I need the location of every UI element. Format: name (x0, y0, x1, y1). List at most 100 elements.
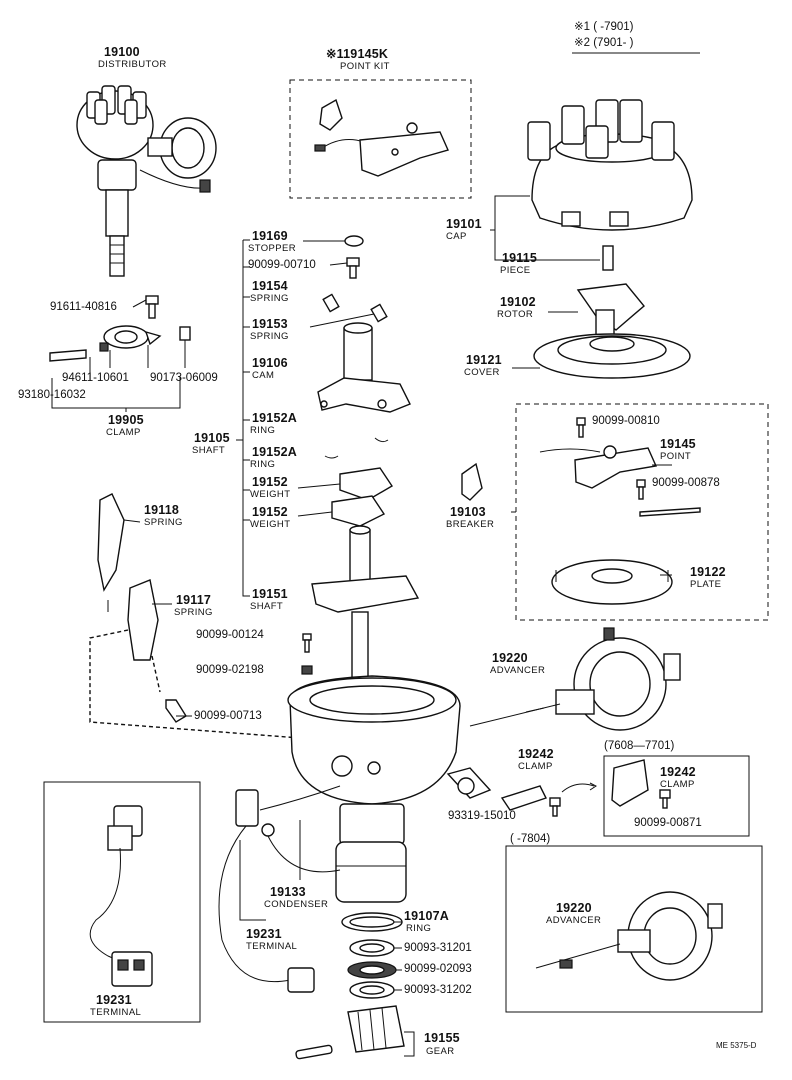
label-19152-2-name: WEIGHT (250, 519, 291, 530)
cap-illustration (527, 99, 693, 231)
label-93180-16032: 93180-16032 (18, 389, 86, 401)
label-19106-name: CAM (252, 370, 275, 381)
label-19152-2-num: 19152 (252, 505, 288, 519)
label-19154-num: 19154 (252, 279, 288, 293)
label-19152a-1-num: 19152A (252, 411, 297, 425)
label-19101-num: 19101 (446, 217, 482, 231)
housing-illustration (287, 675, 461, 903)
clamp-range-illustration (611, 759, 671, 809)
label-19220-1-num: 19220 (492, 651, 528, 665)
label-19152a-2-name: RING (250, 459, 276, 470)
breaker-illustration (461, 417, 701, 605)
housing-screws-illustration (165, 633, 313, 723)
label-19242-1-name: CLAMP (518, 761, 553, 772)
rotor-illustration (576, 283, 645, 337)
springs-illustration (97, 493, 172, 661)
label-19115-name: PIECE (500, 265, 531, 276)
label-19151-name: SHAFT (250, 601, 284, 612)
label-19152-1-name: WEIGHT (250, 489, 291, 500)
label-19152a-1-name: RING (250, 425, 276, 436)
cover-illustration (533, 333, 691, 379)
label-19905-num: 19905 (108, 413, 144, 427)
label-range-7608: (7608—7701) (604, 740, 675, 752)
label-19133-num: 19133 (270, 885, 306, 899)
terminal-illustration (89, 805, 153, 987)
label-19169-name: STOPPER (248, 243, 297, 254)
label-19121-num: 19121 (466, 353, 502, 367)
distributor-illustration (76, 85, 217, 277)
label-19220-2-name: ADVANCER (546, 915, 602, 926)
label-19169-num: 19169 (252, 229, 288, 243)
label-19145k-num: ※119145K (326, 47, 389, 61)
advancer-range-illustration (535, 891, 723, 981)
label-19145k-name: POINT KIT (340, 61, 390, 72)
label-19231-1-num: 19231 (246, 927, 282, 941)
label-19100-name: DISTRIBUTOR (98, 59, 167, 70)
label-19105-num: 19105 (194, 431, 230, 445)
label-19242-1-num: 19242 (518, 747, 554, 761)
label-19107a-name: RING (406, 923, 432, 934)
label-19117-name: SPRING (174, 607, 213, 618)
note-2: ※2 (7901- ) (574, 37, 634, 49)
label-19118-name: SPRING (144, 517, 183, 528)
rings-gear-illustration (295, 912, 415, 1060)
label-90099-00810: 90099-00810 (592, 415, 660, 427)
terminal-box (43, 781, 201, 1023)
label-90099-00710: 90099-00710 (248, 259, 316, 271)
label-90173-06009: 90173-06009 (150, 372, 218, 384)
label-19133-name: CONDENSER (264, 899, 329, 910)
label-19231-1-name: TERMINAL (246, 941, 298, 952)
label-19102-num: 19102 (500, 295, 536, 309)
label-19154-name: SPRING (250, 293, 289, 304)
label-19100-num: 19100 (104, 45, 140, 59)
point-kit-illustration (314, 98, 449, 177)
label-90099-00871: 90099-00871 (634, 817, 702, 829)
label-19231-2-num: 19231 (96, 993, 132, 1007)
label-90099-00124: 90099-00124 (196, 629, 264, 641)
label-19155-num: 19155 (424, 1031, 460, 1045)
reference-code: ME 5375-D (716, 1041, 757, 1050)
label-19155-name: GEAR (426, 1046, 455, 1057)
label-19242-2-name: CLAMP (660, 779, 695, 790)
label-90099-00713: 90099-00713 (194, 710, 262, 722)
label-19145-name: POINT (660, 451, 692, 462)
label-19103-num: 19103 (450, 505, 486, 519)
label-19102-name: ROTOR (497, 309, 534, 320)
label-19118-num: 19118 (144, 503, 180, 517)
label-90099-00878: 90099-00878 (652, 477, 720, 489)
label-19145-num: 19145 (660, 437, 696, 451)
label-19101-name: CAP (446, 231, 467, 242)
advancer-illustration (469, 627, 681, 731)
label-19115-num: 19115 (502, 251, 538, 265)
label-90099-02093: 90099-02093 (404, 963, 472, 975)
label-19107a-num: 19107A (404, 909, 449, 923)
label-range-7804: ( -7804) (510, 833, 551, 845)
label-19231-2-name: TERMINAL (90, 1007, 142, 1018)
label-19153-name: SPRING (250, 331, 289, 342)
label-90093-31202: 90093-31202 (404, 984, 472, 996)
label-90099-02198: 90099-02198 (196, 664, 264, 676)
label-94611-10601: 94611-10601 (62, 372, 129, 384)
label-19905-name: CLAMP (106, 427, 141, 438)
label-19122-num: 19122 (690, 565, 726, 579)
label-19103-name: BREAKER (446, 519, 495, 530)
label-19121-name: COVER (464, 367, 500, 378)
label-19117-num: 19117 (176, 593, 212, 607)
point-kit-box (289, 79, 472, 199)
label-19152-1-num: 19152 (252, 475, 288, 489)
label-90093-31201: 90093-31201 (404, 942, 472, 954)
condenser-illustration (218, 785, 341, 993)
label-91611-40816: 91611-40816 (50, 301, 117, 313)
clamp-19905-illustration (49, 325, 191, 412)
piece-illustration (602, 245, 614, 271)
label-19122-name: PLATE (690, 579, 722, 590)
label-19106-num: 19106 (252, 356, 288, 370)
clamp-19242-illustration (446, 767, 597, 817)
label-19220-2-num: 19220 (556, 901, 592, 915)
note-1: ※1 ( -7901) (574, 21, 634, 33)
label-19152a-2-num: 19152A (252, 445, 297, 459)
label-19220-1-name: ADVANCER (490, 665, 546, 676)
shaft-parts-illustration (297, 235, 420, 713)
